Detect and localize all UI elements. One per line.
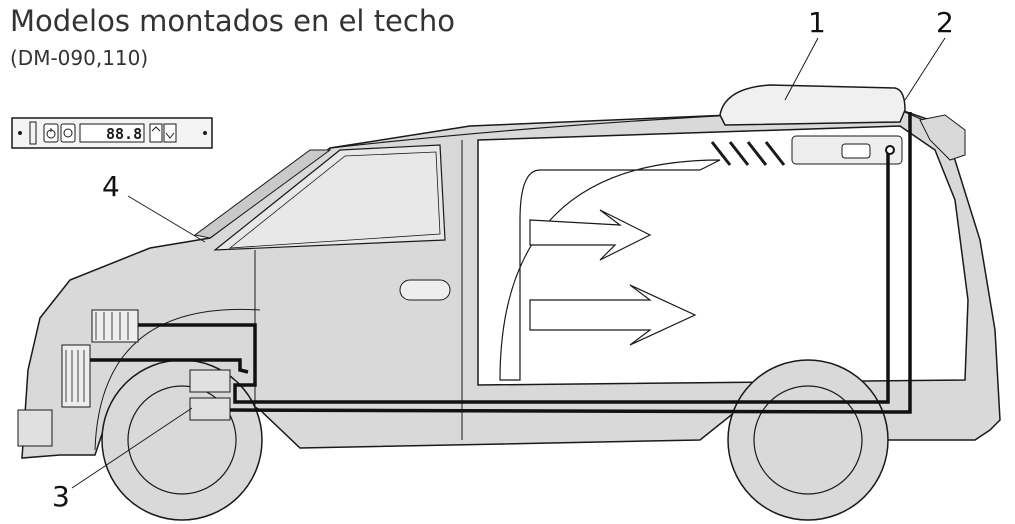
page-title: Modelos montados en el techo (10, 4, 455, 38)
windshield (193, 149, 332, 239)
control-panel-icon: 88.8 (11, 117, 213, 149)
airflow-arrow-icon (499, 159, 721, 381)
panel-display: 88.8 (106, 125, 142, 143)
callout-1: 1 (808, 6, 826, 39)
callout-2: 2 (936, 6, 954, 39)
side-window (213, 144, 446, 251)
cargo-area (477, 125, 969, 386)
up-arrow-icon (149, 123, 163, 143)
compressor-condenser (61, 309, 231, 421)
hose-upper (138, 150, 890, 404)
callout-4: 4 (102, 170, 120, 203)
fan-icon (60, 123, 76, 143)
hose-lower (90, 112, 912, 414)
page-subtitle: (DM-090,110) (10, 46, 149, 70)
roof-unit (719, 84, 906, 126)
power-icon (43, 123, 59, 143)
callout-3: 3 (52, 480, 70, 513)
down-arrow-icon (163, 123, 177, 143)
